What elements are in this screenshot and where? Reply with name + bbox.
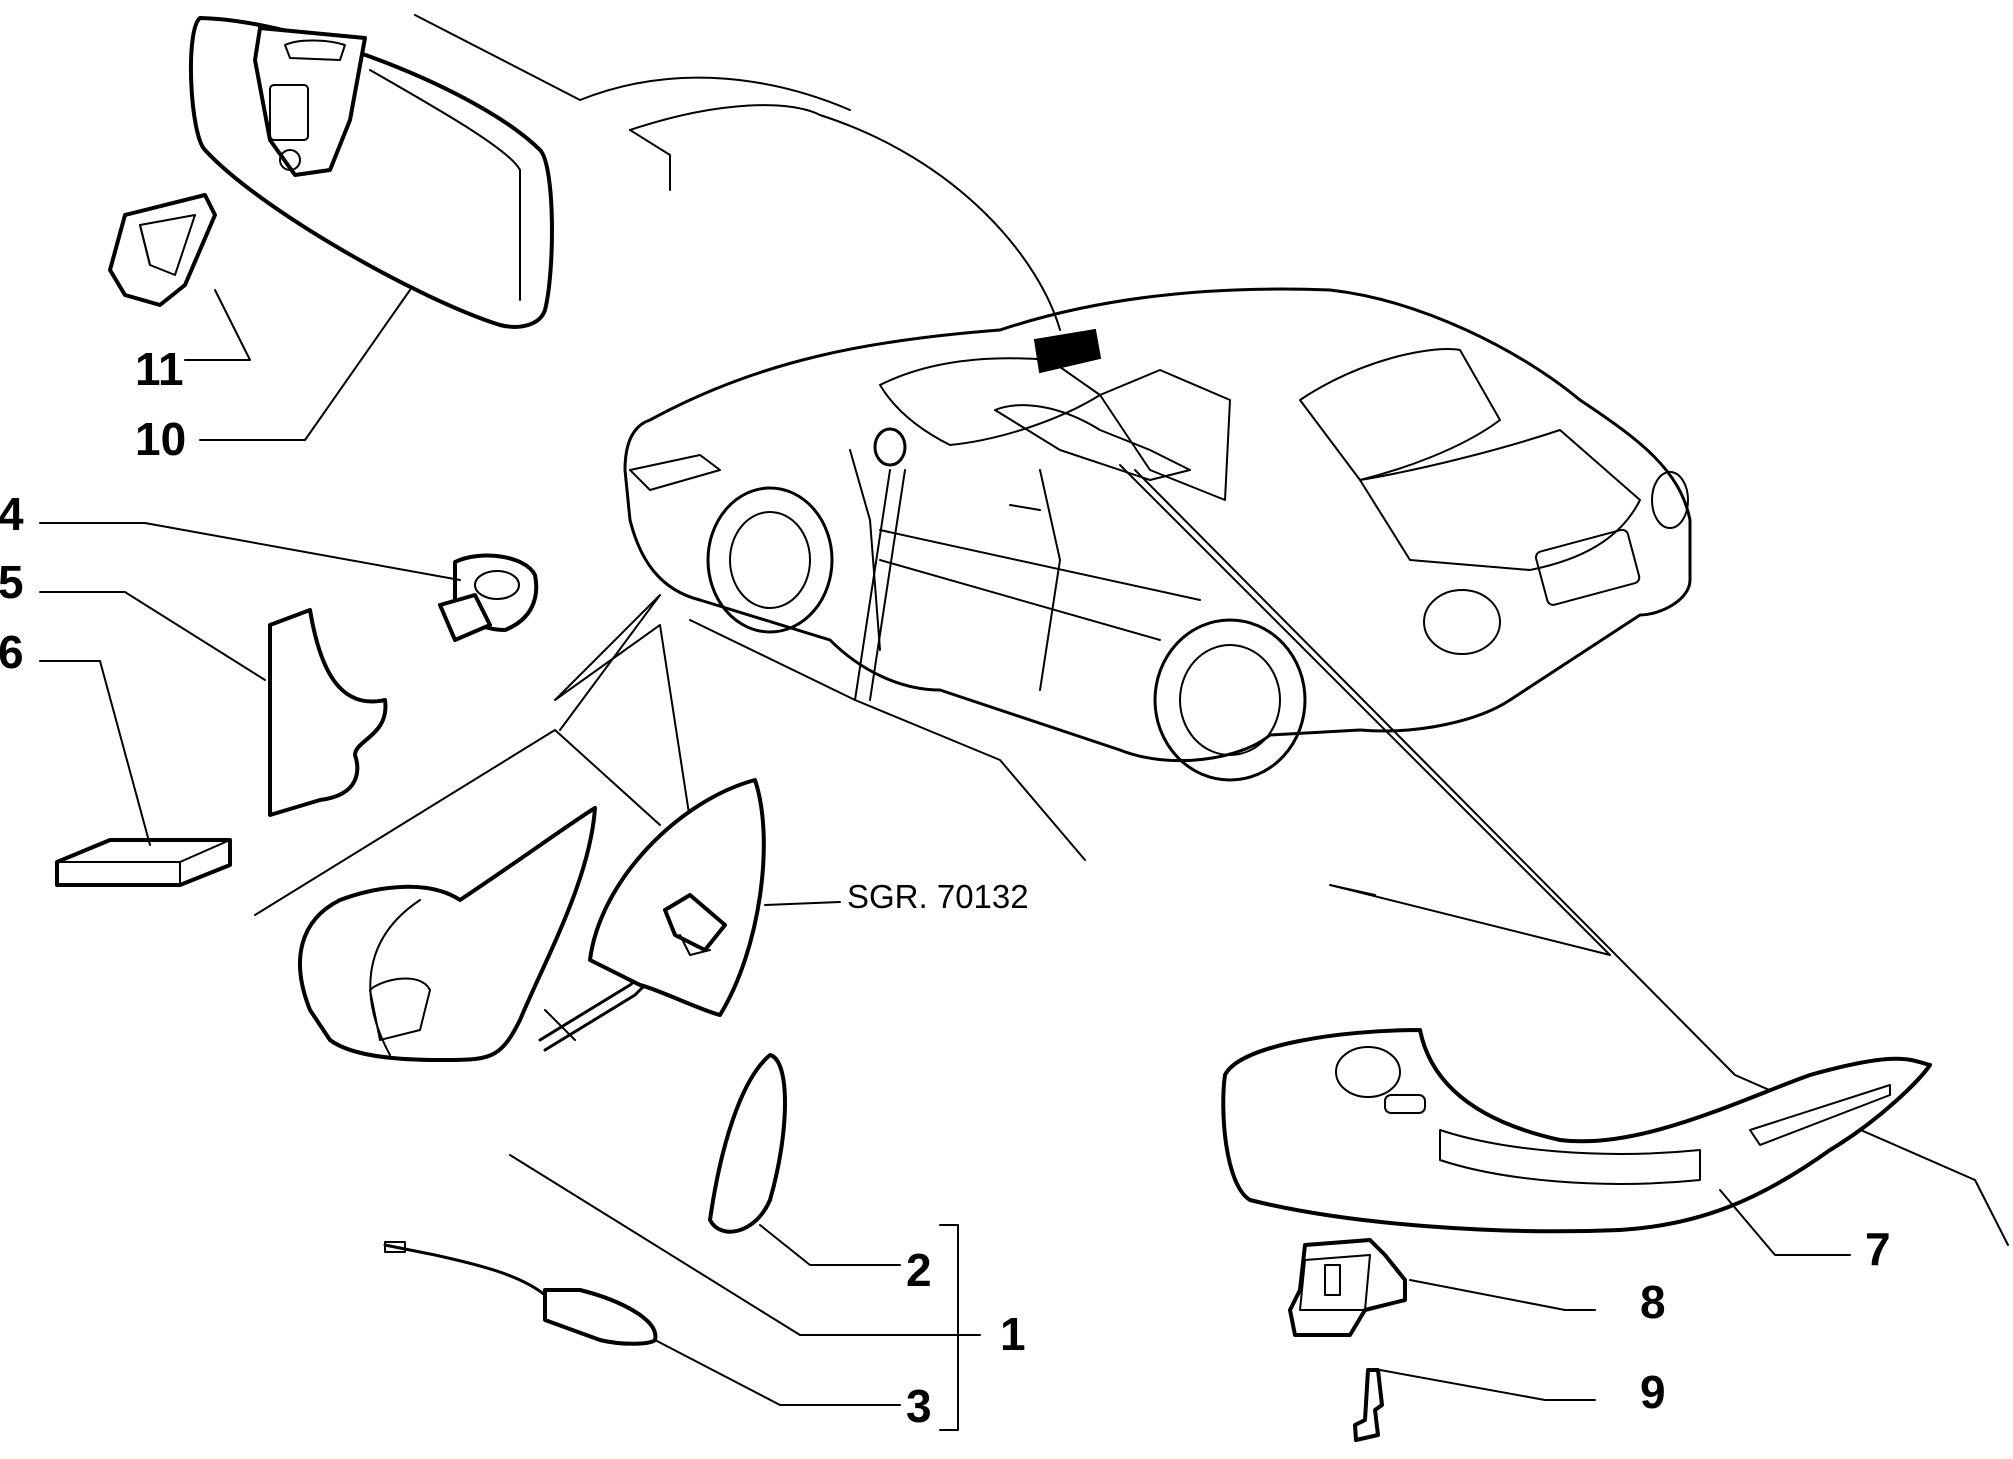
- callout-9: 9: [1640, 1366, 1666, 1418]
- part-mirror-glass: [708, 1053, 787, 1234]
- part-switch: [1288, 1238, 1407, 1337]
- callout-7: 7: [1865, 1223, 1891, 1275]
- part-cable: [383, 1241, 658, 1346]
- reference-code: SGR. 70132: [847, 878, 1029, 915]
- callout-5: 5: [0, 556, 24, 608]
- callout-6: 6: [0, 626, 24, 678]
- callout-4: 4: [0, 488, 24, 540]
- part-roof-console: [1221, 1028, 1932, 1234]
- callout-2: 2: [906, 1244, 932, 1296]
- part-grommet: [438, 553, 539, 642]
- part-pad: [55, 838, 232, 887]
- part-terminal: [1353, 1368, 1384, 1442]
- callout-11: 11: [135, 343, 184, 395]
- leader-lines: [39, 289, 1851, 1431]
- car-illustration: [623, 287, 1692, 782]
- part-rearview-mirror: [188, 16, 554, 329]
- callout-numbers: 11 10 4 5 6 SGR. 70132 2 1 3 7 8 9: [0, 343, 1891, 1432]
- callout-1: 1: [1000, 1308, 1026, 1360]
- part-mirror-glass-backplate: [588, 778, 766, 1017]
- part-mirror-bracket: [108, 193, 217, 307]
- part-seal: [268, 608, 388, 817]
- callout-8: 8: [1640, 1276, 1666, 1328]
- callout-3: 3: [906, 1380, 932, 1432]
- callout-10: 10: [135, 413, 186, 465]
